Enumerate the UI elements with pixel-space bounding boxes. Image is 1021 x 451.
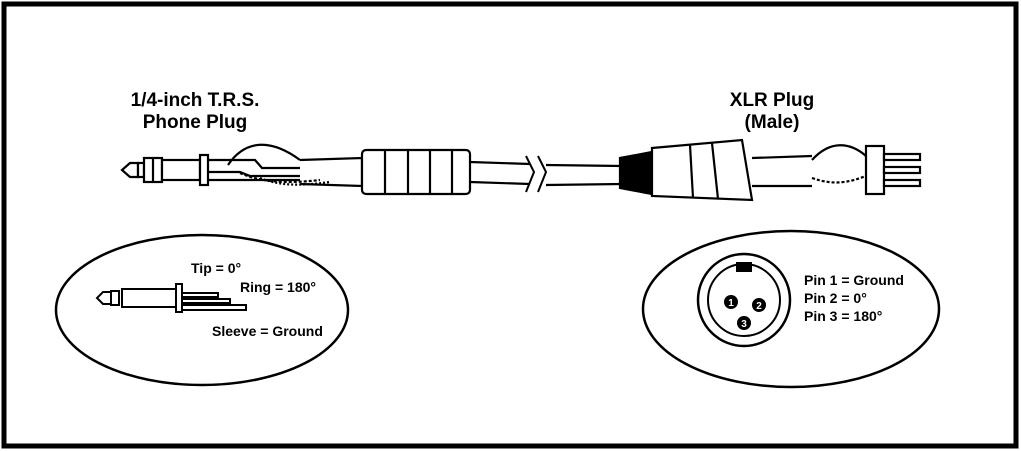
xlr-pin-2 xyxy=(752,298,766,312)
trs-title-line1: 1/4-inch T.R.S. xyxy=(131,90,260,111)
xlr-pin-1-number: 1 xyxy=(728,298,734,309)
trs-detail-plug xyxy=(95,283,247,313)
xlr-pin-3-number: 3 xyxy=(741,319,747,330)
xlr-pin-2-number: 2 xyxy=(756,301,762,312)
xlr-plug-cable-end xyxy=(545,138,922,202)
trs-plug-cable-end xyxy=(120,143,531,196)
xlr-detail-oval xyxy=(641,229,941,389)
xlr-pin1-label: Pin 1 = Ground xyxy=(804,272,904,288)
xlr-pin3-label: Pin 3 = 180° xyxy=(804,308,882,324)
trs-title-line2: Phone Plug xyxy=(143,112,248,133)
xlr-pin2-label: Pin 2 = 0° xyxy=(804,290,867,306)
xlr-key-notch xyxy=(736,262,752,272)
xlr-pin-1 xyxy=(724,295,738,309)
xlr-pin-3 xyxy=(737,316,751,330)
trs-sleeve-label: Sleeve = Ground xyxy=(212,323,323,339)
xlr-title-line1: XLR Plug xyxy=(730,90,814,111)
trs-ring-label: Ring = 180° xyxy=(240,279,316,295)
xlr-connector-face: 1 2 3 xyxy=(696,252,792,348)
cable-break-marks xyxy=(525,155,548,193)
xlr-title-line2: (Male) xyxy=(745,112,800,133)
trs-tip-label: Tip = 0° xyxy=(191,260,241,276)
